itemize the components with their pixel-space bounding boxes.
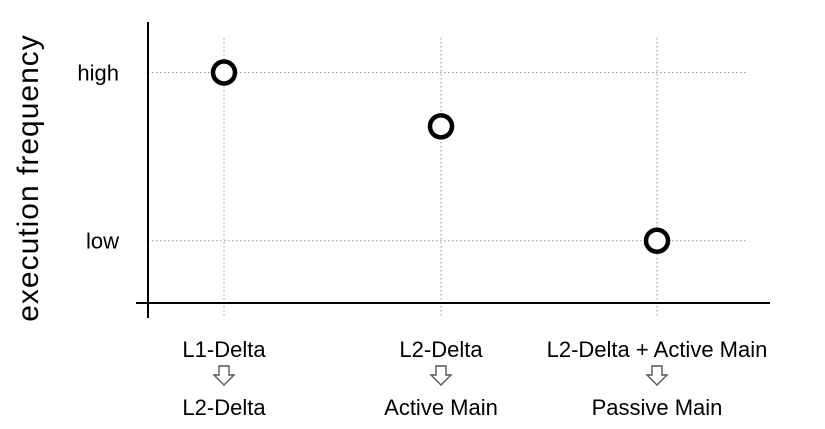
data-points	[210, 59, 671, 254]
data-point	[427, 113, 455, 140]
down-arrow-icon	[212, 365, 236, 386]
category-from-label: L2-Delta	[399, 337, 483, 362]
data-point	[643, 227, 671, 254]
y-tick-labels: high low	[77, 60, 119, 253]
category-to-label: Active Main	[384, 395, 498, 420]
y-tick-label-high: high	[77, 60, 119, 85]
gridlines	[148, 38, 748, 318]
y-axis-title: execution frequency	[12, 34, 45, 322]
y-tick-label-low: low	[86, 229, 119, 254]
data-point	[210, 59, 238, 86]
category-to-label: Passive Main	[592, 395, 723, 420]
category-from-label: L1-Delta	[182, 337, 266, 362]
down-arrow-icon	[429, 365, 453, 386]
down-arrow-icon	[645, 365, 669, 386]
category-from-label: L2-Delta + Active Main	[547, 337, 768, 362]
category-to-label: L2-Delta	[182, 395, 266, 420]
